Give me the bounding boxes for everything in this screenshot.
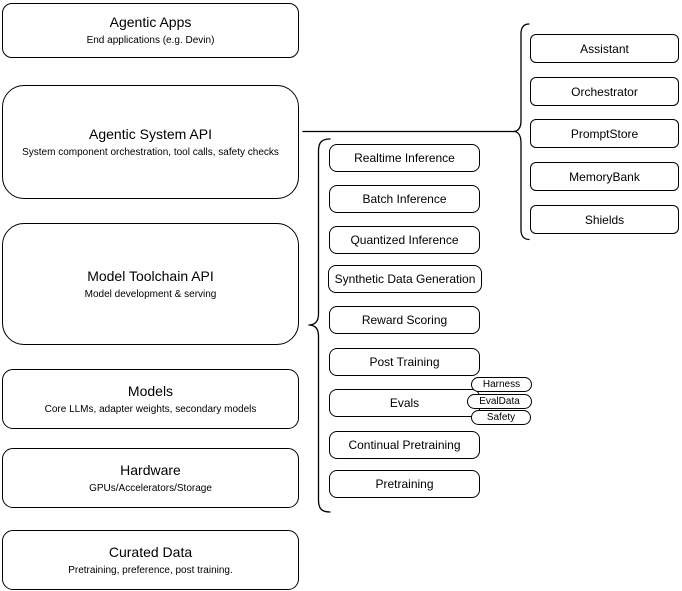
node-subtitle: Model development & serving <box>84 288 217 300</box>
tag-harness: Harness <box>471 377 532 392</box>
node-memorybank: MemoryBank <box>530 162 679 191</box>
node-hardware: Hardware GPUs/Accelerators/Storage <box>2 448 299 508</box>
node-label: MemoryBank <box>569 169 640 184</box>
tag-evaldata: EvalData <box>467 394 532 409</box>
node-subtitle: System component orchestration, tool cal… <box>22 146 279 158</box>
node-continual-pretraining: Continual Pretraining <box>329 431 480 459</box>
node-evals: Evals <box>329 389 480 417</box>
tag-label: Safety <box>486 412 516 423</box>
tag-label: Harness <box>482 379 521 390</box>
node-subtitle: GPUs/Accelerators/Storage <box>89 482 212 494</box>
node-title: Model Toolchain API <box>87 267 214 284</box>
node-reward-scoring: Reward Scoring <box>329 306 480 334</box>
node-label: Orchestrator <box>571 84 638 99</box>
system-components-brace-icon <box>513 23 530 241</box>
node-subtitle: Core LLMs, adapter weights, secondary mo… <box>44 403 257 415</box>
node-label: Synthetic Data Generation <box>334 272 476 286</box>
node-title: Models <box>127 382 174 399</box>
node-orchestrator: Orchestrator <box>530 77 679 106</box>
node-label: Continual Pretraining <box>348 438 461 452</box>
node-agentic-system-api: Agentic System API System component orch… <box>2 85 299 199</box>
node-label: Post Training <box>369 355 440 369</box>
node-title: Agentic Apps <box>109 14 192 30</box>
tag-safety: Safety <box>471 410 531 425</box>
node-title: Agentic System API <box>89 125 212 142</box>
node-model-toolchain-api: Model Toolchain API Model development & … <box>2 223 299 345</box>
node-post-training: Post Training <box>329 348 480 376</box>
node-label: Reward Scoring <box>361 313 448 327</box>
node-models: Models Core LLMs, adapter weights, secon… <box>2 369 299 429</box>
tag-label: EvalData <box>479 396 520 407</box>
node-batch-inference: Batch Inference <box>329 185 480 213</box>
node-promptstore: PromptStore <box>530 119 679 148</box>
node-title: Curated Data <box>108 543 193 560</box>
node-label: Pretraining <box>375 477 434 491</box>
node-curated-data: Curated Data Pretraining, preference, po… <box>2 530 299 590</box>
node-label: Evals <box>389 396 420 410</box>
node-label: Assistant <box>580 41 629 56</box>
node-pretraining: Pretraining <box>329 470 480 498</box>
node-agentic-apps: Agentic Apps End applications (e.g. Devi… <box>2 3 299 58</box>
node-synthetic-data-generation: Synthetic Data Generation <box>328 265 482 293</box>
node-label: PromptStore <box>570 126 639 141</box>
node-title: Hardware <box>120 461 181 478</box>
node-quantized-inference: Quantized Inference <box>329 226 480 254</box>
node-subtitle: Pretraining, preference, post training. <box>68 564 233 576</box>
node-label: Realtime Inference <box>354 151 455 165</box>
node-label: Shields <box>584 212 625 227</box>
node-label: Quantized Inference <box>350 233 459 247</box>
node-assistant: Assistant <box>530 34 679 63</box>
node-label: Batch Inference <box>362 192 447 206</box>
toolchain-brace-icon <box>308 138 331 513</box>
node-shields: Shields <box>530 205 679 234</box>
node-realtime-inference: Realtime Inference <box>329 144 480 172</box>
node-subtitle: End applications (e.g. Devin) <box>86 35 215 46</box>
